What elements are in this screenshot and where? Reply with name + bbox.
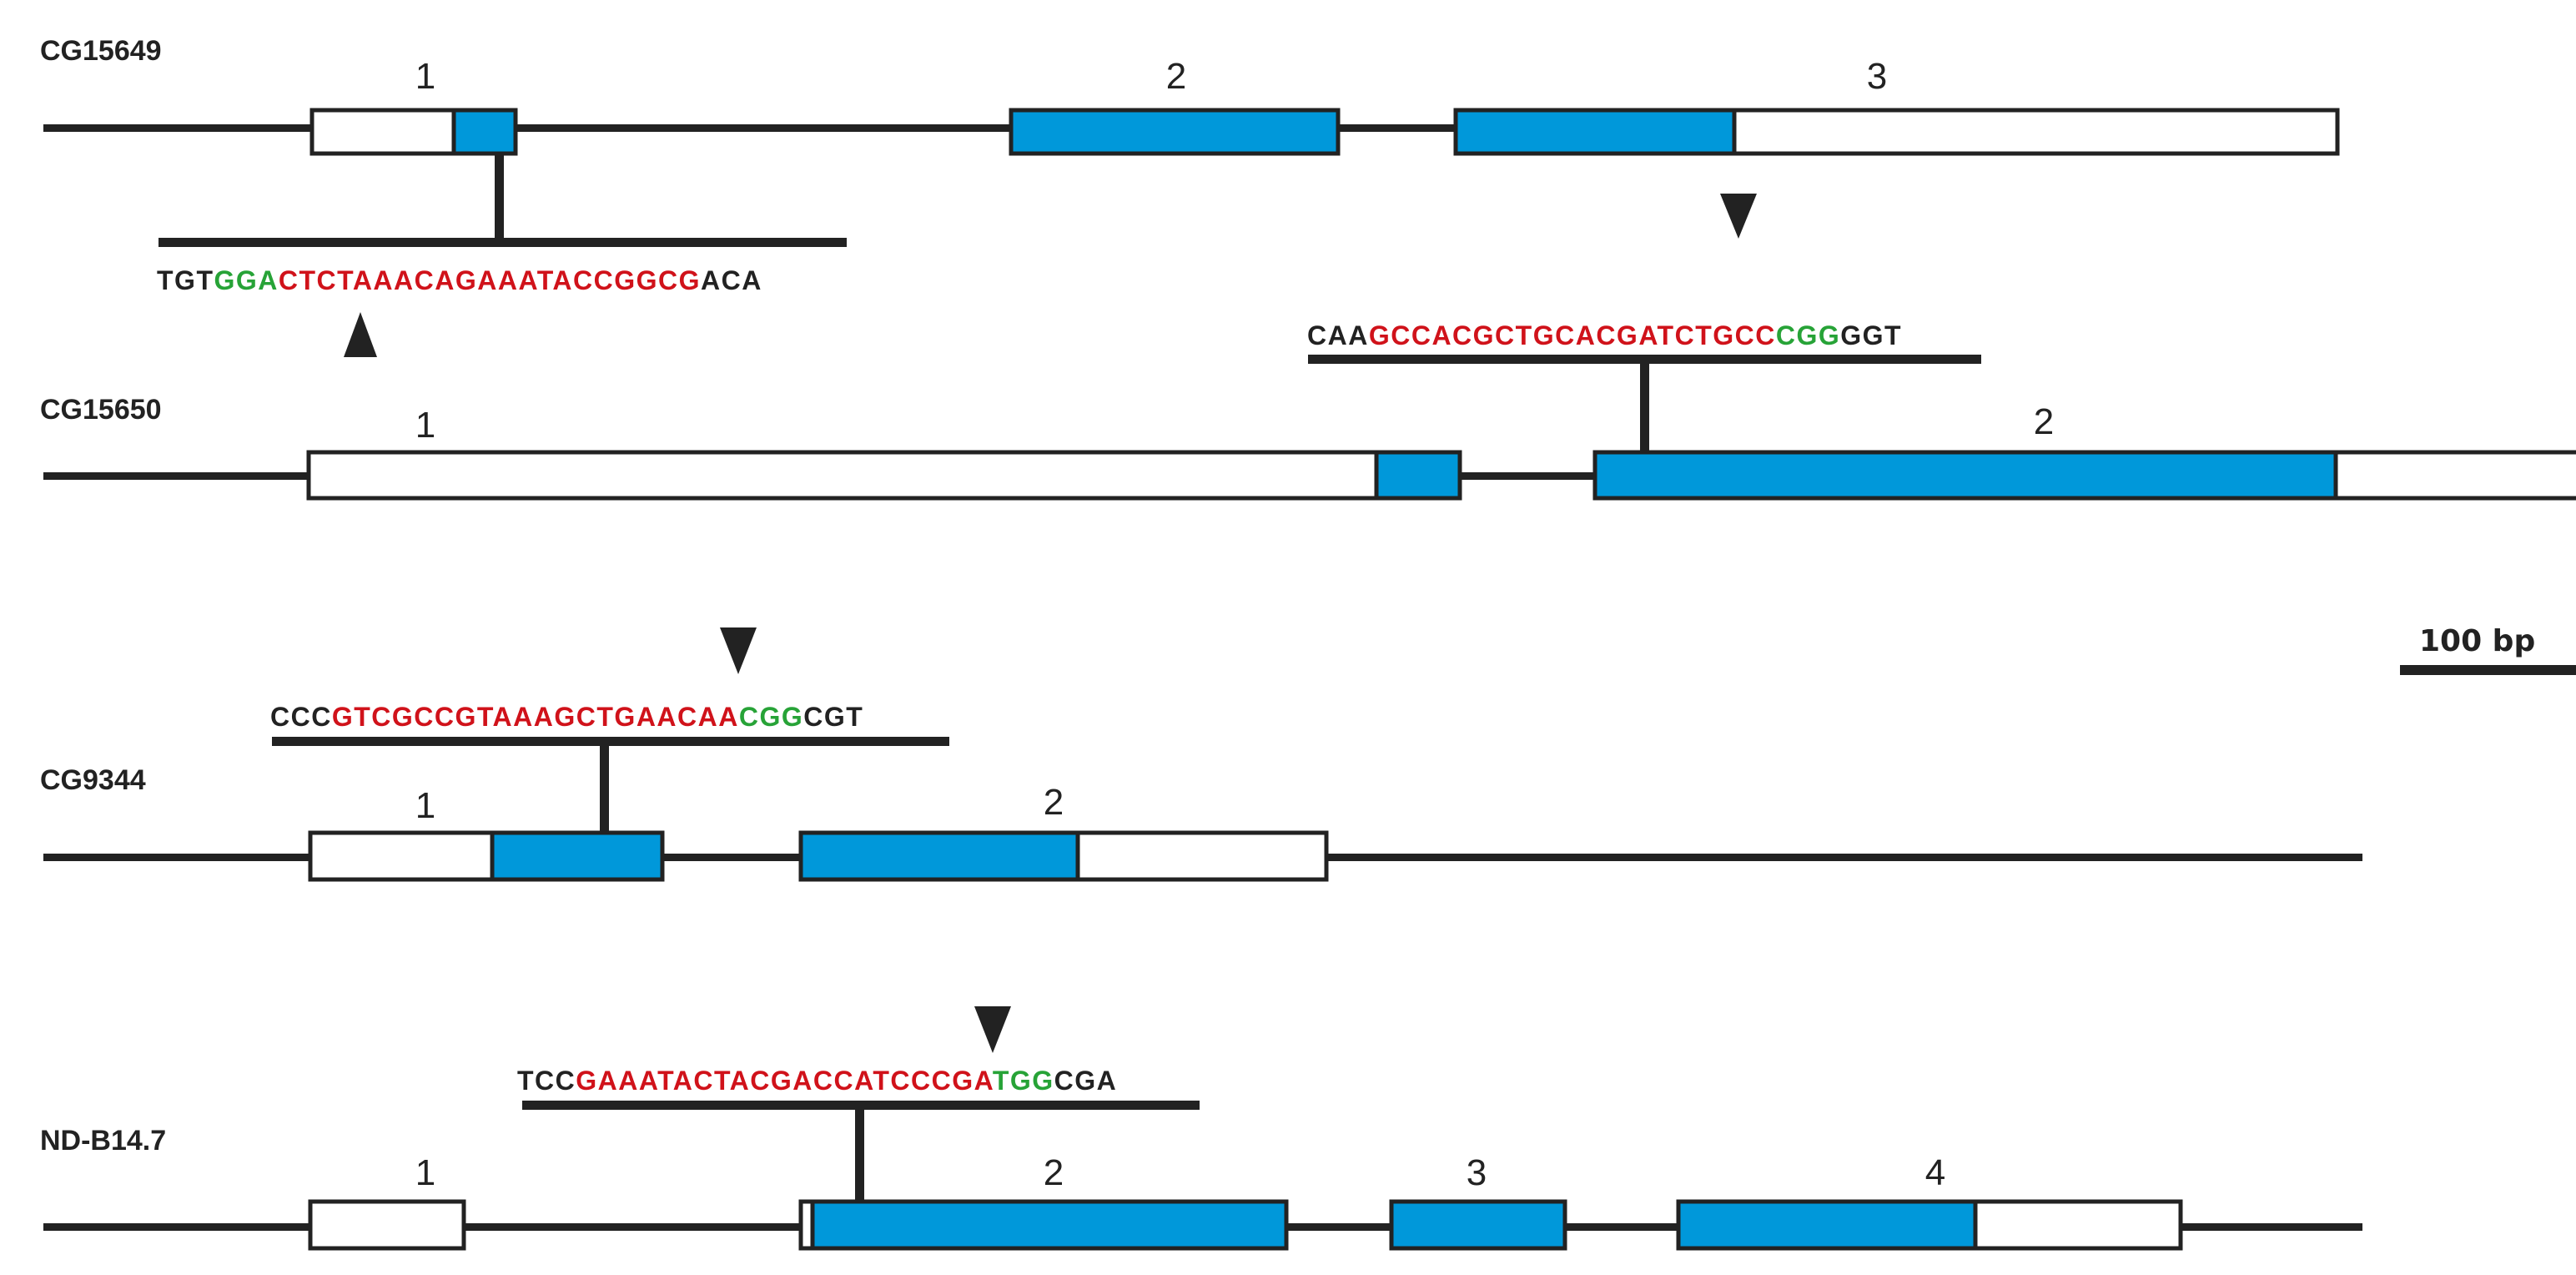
exon-number-2: 2 <box>2034 401 2054 442</box>
target-connector <box>600 746 609 833</box>
pam: CGG <box>1776 320 1840 350</box>
target: CTCTAAACAGAAATACCGGCG <box>279 265 701 295</box>
exon-number-3: 3 <box>1867 56 1887 97</box>
exon-4-coding <box>1676 1199 1978 1251</box>
target-connector <box>855 1110 864 1203</box>
exon-number-1: 1 <box>415 1152 435 1193</box>
exon-1-utr <box>308 830 495 882</box>
exon-number-1: 1 <box>415 56 435 97</box>
sequence-bar <box>272 737 949 746</box>
exon-number-1: 1 <box>415 405 435 446</box>
exon-number-2: 2 <box>1166 56 1186 97</box>
exon-1-coding <box>1374 450 1462 501</box>
exon-number-1: 1 <box>415 785 435 826</box>
exon-2-coding <box>810 1199 1289 1251</box>
gene-cg15649: CG15649 1 2 3 TGTGGACTCTAAACAGAAATACCGGC… <box>40 35 2340 357</box>
cut-site-arrowhead-icon <box>720 627 757 674</box>
flank-left: TGT <box>157 265 214 295</box>
sgrna-sequence: TCCGAAATACTACGACCATCCCGATGGCGA <box>517 1066 1117 1096</box>
exon-number-2: 2 <box>1044 1152 1064 1193</box>
exon-3-utr <box>1732 108 2340 156</box>
exon-2-coding <box>1009 108 1341 156</box>
gene-name: CG9344 <box>40 764 146 796</box>
gene-name: CG15649 <box>40 35 162 67</box>
gene-name: ND-B14.7 <box>40 1125 166 1157</box>
sgrna-sequence: CCCGTCGCCGTAAAGCTGAACAACGGCGT <box>270 702 863 732</box>
exon-1-utr <box>308 1199 466 1251</box>
gene-nd-b14-7: TCCGAAATACTACGACCATCCCGATGGCGA ND-B14.7 … <box>40 1006 2362 1251</box>
flank-left: CCC <box>270 702 332 732</box>
exon-4-utr <box>1973 1199 2183 1251</box>
exon-number-3: 3 <box>1467 1152 1487 1193</box>
scale-bar-label: 100 bp <box>2419 624 2535 658</box>
exon-2-utr <box>2333 450 2576 501</box>
cut-site-arrowhead-icon <box>344 312 377 357</box>
cut-site-arrowhead-icon <box>1720 194 1757 239</box>
target-connector <box>495 154 504 242</box>
exon-1-utr <box>309 108 456 156</box>
exon-number-4: 4 <box>1925 1152 1945 1193</box>
target-connector <box>1640 364 1649 452</box>
cut-site-arrowhead-icon <box>974 1006 1011 1053</box>
pam: CGG <box>739 702 803 732</box>
scale-bar-line <box>2400 665 2576 675</box>
sequence-bar <box>1308 355 1981 364</box>
target: GCCACGCTGCACGATCTGCC <box>1369 320 1776 350</box>
pam: GGA <box>214 265 278 295</box>
target: GAAATACTACGACCATCCCGA <box>576 1066 993 1096</box>
sgrna-sequence: CAAGCCACGCTGCACGATCTGCCCGGGGT <box>1307 320 1902 350</box>
exon-number-2: 2 <box>1044 782 1064 823</box>
exon-3-coding <box>1389 1199 1567 1251</box>
exon-2-coding <box>1592 450 2338 501</box>
flank-right: ACA <box>701 265 762 295</box>
exon-2-utr <box>1075 830 1329 882</box>
sgrna-sequence: TGTGGACTCTAAACAGAAATACCGGCGACA <box>157 265 762 295</box>
gene-cg15650: CAAGCCACGCTGCACGATCTGCCCGGGGT CG15650 1 … <box>40 194 2576 501</box>
exon-1-coding <box>490 830 665 882</box>
exon-3-coding <box>1453 108 1737 156</box>
sequence-bar <box>158 238 847 247</box>
flank-left: TCC <box>517 1066 576 1096</box>
scale-bar: 100 bp <box>2400 624 2576 675</box>
sequence-bar <box>522 1101 1200 1110</box>
pam: TGG <box>993 1066 1054 1096</box>
target: GTCGCCGTAAAGCTGAACAA <box>332 702 739 732</box>
flank-left: CAA <box>1307 320 1369 350</box>
exon-1-utr <box>306 450 1379 501</box>
flank-right: GGT <box>1840 320 1902 350</box>
exon-2-coding <box>798 830 1080 882</box>
gene-cg9344: CCCGTCGCCGTAAAGCTGAACAACGGCGT CG9344 1 2 <box>40 627 2362 882</box>
flank-right: CGA <box>1054 1066 1118 1096</box>
gene-name: CG15650 <box>40 394 162 426</box>
exon-1-coding <box>451 108 518 156</box>
flank-right: CGT <box>803 702 863 732</box>
